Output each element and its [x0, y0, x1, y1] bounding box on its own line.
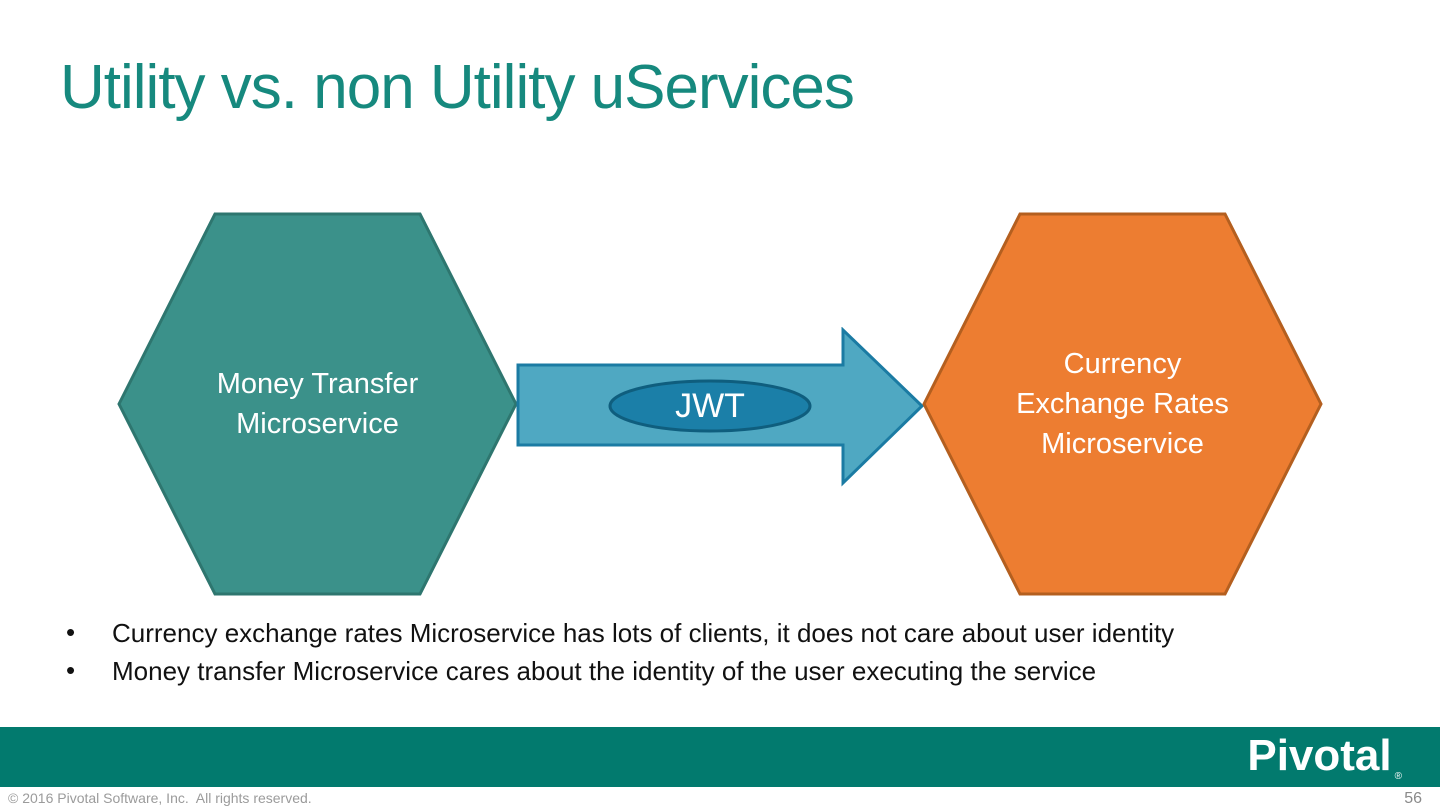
- copyright-text: © 2016 Pivotal Software, Inc. All rights…: [8, 790, 312, 806]
- currency-exchange-hexagon: [922, 212, 1323, 596]
- footer-bar: Pivotal®: [0, 727, 1440, 787]
- money-transfer-hexagon: [117, 212, 518, 596]
- pivotal-logo-text: Pivotal: [1247, 731, 1392, 780]
- hex-label-line: Microservice: [236, 408, 399, 440]
- currency-exchange-hexagon-label: Currency Exchange Rates Microservice: [925, 215, 1320, 593]
- registered-trademark-icon: ®: [1394, 771, 1402, 782]
- hex-label-line: Currency: [1063, 348, 1182, 380]
- footer-strip: © 2016 Pivotal Software, Inc. All rights…: [0, 787, 1440, 810]
- slide-title: Utility vs. non Utility uServices: [60, 53, 855, 122]
- hex-label-line: Money Transfer: [216, 368, 419, 400]
- bullet-list: Currency exchange rates Microservice has…: [56, 617, 1426, 694]
- bullet-item: Money transfer Microservice cares about …: [56, 655, 1426, 687]
- money-transfer-hexagon-shape: [117, 212, 518, 596]
- jwt-token-label: JWT: [675, 386, 745, 425]
- pivotal-logo: Pivotal®: [1247, 731, 1402, 782]
- bullet-item: Currency exchange rates Microservice has…: [56, 617, 1426, 649]
- currency-exchange-hexagon-shape: [922, 212, 1323, 596]
- money-transfer-hexagon-label: Money Transfer Microservice: [120, 215, 515, 593]
- hex-label-line: Microservice: [1041, 428, 1204, 460]
- jwt-token-ellipse: [608, 379, 812, 433]
- page-number: 56: [1404, 790, 1422, 807]
- hex-label-line: Exchange Rates: [1016, 388, 1229, 420]
- jwt-flow-arrow: [516, 327, 925, 487]
